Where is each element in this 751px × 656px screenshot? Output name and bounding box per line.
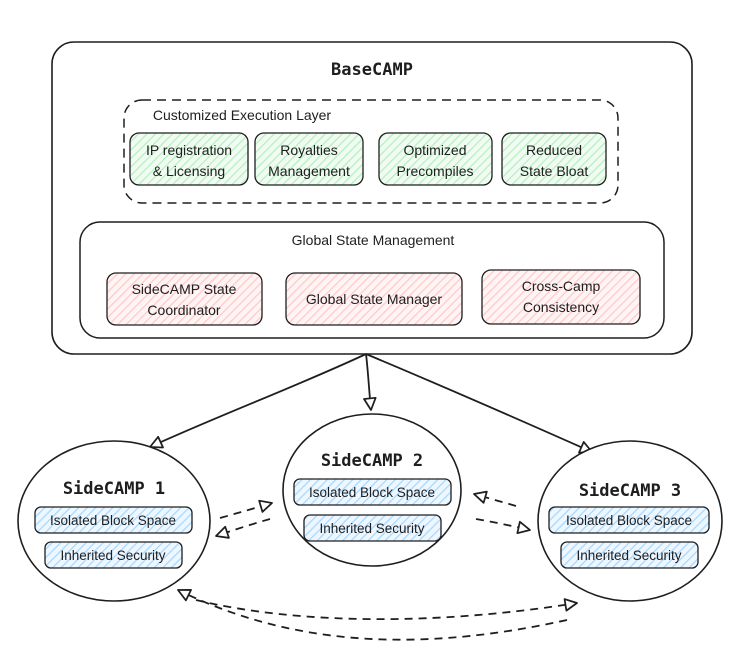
exec-box-royalties-line2: Management <box>268 163 350 179</box>
exec-box-royalties: Royalties Management <box>254 132 364 186</box>
sidecamp-2-item-security <box>303 514 442 542</box>
sidecamp-3-item-block-space-label: Isolated Block Space <box>566 513 692 528</box>
sidecamp-2-item-security-label: Inherited Security <box>319 521 424 536</box>
basecamp-to-sidecamp-arrows <box>149 353 593 454</box>
arrow-to-sidecamp-1 <box>149 353 367 449</box>
sidecamp-sync-arrows <box>177 490 578 641</box>
basecamp-title: BaseCAMP <box>331 60 413 80</box>
sidecamp-3: SideCAMP 3 Isolated Block Space Inherite… <box>537 440 723 602</box>
exec-box-ip-registration-line2: & Licensing <box>153 163 225 179</box>
sidecamp-1: SideCAMP 1 Isolated Block Space Inherite… <box>17 440 211 602</box>
sidecamp-2-item-block-space-label: Isolated Block Space <box>309 485 435 500</box>
arrow-sc2-to-sc3 <box>475 518 531 535</box>
state-box-coordinator-line2: Coordinator <box>147 302 220 318</box>
state-box-consistency-line1: Cross-Camp <box>522 278 601 294</box>
exec-box-state-bloat: Reduced State Bloat <box>501 132 607 186</box>
sidecamp-3-item-security <box>560 541 699 569</box>
sidecamp-2-title: SideCAMP 2 <box>321 451 423 471</box>
state-box-global-manager-label: Global State Manager <box>306 291 443 307</box>
exec-box-precompiles-line1: Optimized <box>403 142 466 158</box>
exec-box-royalties-line1: Royalties <box>280 142 338 158</box>
state-box-consistency: Cross-Camp Consistency <box>481 269 641 325</box>
sidecamp-3-item-block-space <box>548 506 710 534</box>
sidecamp-2: SideCAMP 2 Isolated Block Space Inherite… <box>282 413 462 567</box>
state-box-coordinator-line1: SideCAMP State <box>132 281 237 297</box>
arrow-sc3-to-sc2 <box>473 490 517 507</box>
sidecamp-2-item-block-space <box>293 478 452 506</box>
execution-layer-title: Customized Execution Layer <box>153 107 332 123</box>
arrow-to-sidecamp-2 <box>363 353 377 411</box>
sidecamp-3-title: SideCAMP 3 <box>579 481 681 501</box>
sidecamp-1-item-security <box>44 541 183 569</box>
exec-box-ip-registration-line1: IP registration <box>146 142 232 158</box>
arrow-sc2-to-sc1 <box>215 518 271 539</box>
arrow-sc1-to-sc3 <box>195 598 578 621</box>
state-box-global-manager: Global State Manager <box>285 272 463 326</box>
arrow-to-sidecamp-3 <box>365 353 593 454</box>
execution-layer-group: Customized Execution Layer IP registrati… <box>123 99 619 204</box>
state-management-group: Global State Management SideCAMP State C… <box>79 221 665 339</box>
exec-box-precompiles-line2: Precompiles <box>396 163 473 179</box>
state-box-coordinator: SideCAMP State Coordinator <box>106 272 263 326</box>
sidecamp-1-item-security-label: Inherited Security <box>60 548 165 563</box>
exec-box-state-bloat-line2: State Bloat <box>520 163 589 179</box>
sidecamp-1-item-block-space <box>34 506 193 534</box>
arrow-sc3-to-sc1 <box>177 589 568 641</box>
sidecamp-3-item-security-label: Inherited Security <box>576 548 681 563</box>
arrow-sc1-to-sc2 <box>219 499 273 519</box>
sidecamp-1-item-block-space-label: Isolated Block Space <box>50 513 176 528</box>
exec-box-state-bloat-line1: Reduced <box>526 142 582 158</box>
sidecamp-1-title: SideCAMP 1 <box>63 479 165 499</box>
exec-box-precompiles: Optimized Precompiles <box>378 132 493 186</box>
state-box-consistency-line2: Consistency <box>523 299 599 315</box>
state-management-title: Global State Management <box>292 232 455 248</box>
exec-box-ip-registration: IP registration & Licensing <box>129 132 249 186</box>
